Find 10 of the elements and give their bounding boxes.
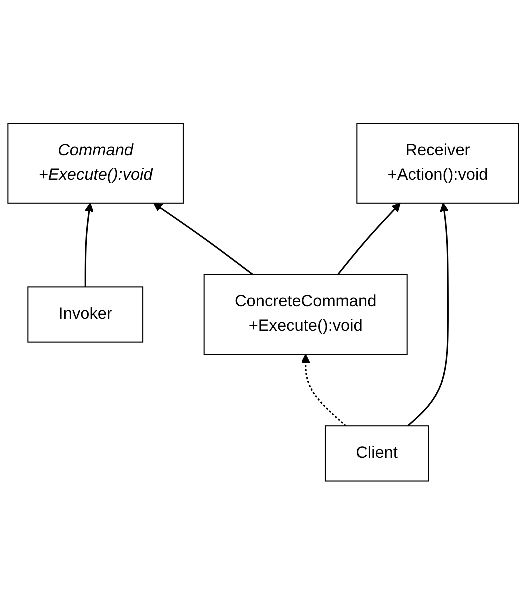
node-box: Command +Execute():void — [8, 123, 184, 204]
node-box: Invoker — [28, 286, 144, 343]
node-box: Client — [324, 426, 430, 482]
node-box: Receiver +Action():void — [356, 123, 520, 204]
arrow — [84, 203, 94, 288]
arrow — [337, 203, 401, 276]
arrow — [301, 354, 347, 427]
arrow — [408, 203, 449, 427]
node-box: ConcreteCommand +Execute():void — [204, 274, 408, 356]
arrow — [153, 203, 254, 276]
